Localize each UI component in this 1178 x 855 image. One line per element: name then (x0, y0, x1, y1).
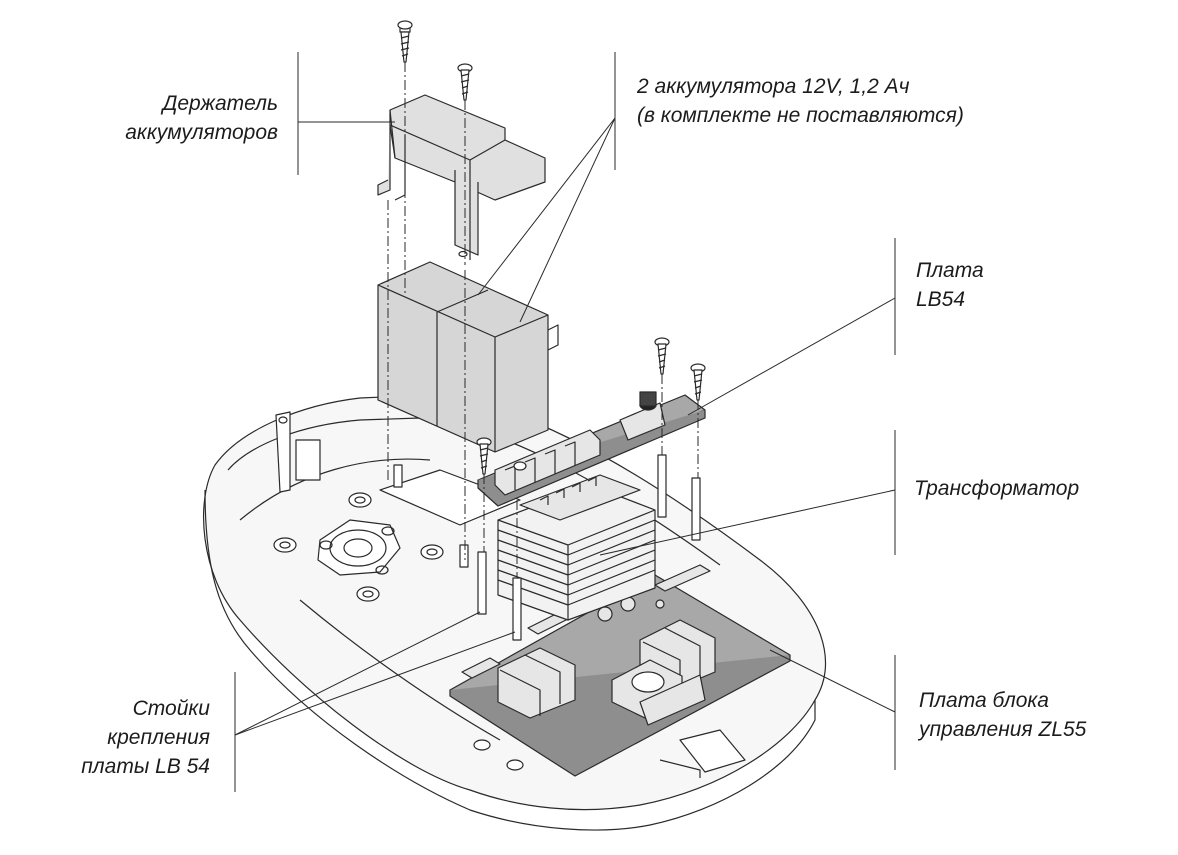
label-battery-holder-line2: аккумуляторов (125, 121, 278, 144)
label-standoffs-line1: Стойки (132, 697, 210, 720)
label-board-lb54-line2: LB54 (916, 288, 966, 311)
leader-lines (234, 52, 896, 792)
label-control-board: Плата блока управления ZL55 (919, 686, 1086, 744)
control-board-zl55 (449, 564, 791, 777)
label-battery-holder-line1: Держатель (162, 92, 278, 115)
label-standoffs-line2: крепления (107, 726, 210, 749)
label-transformer: Трансформатор (914, 474, 1079, 503)
label-standoffs: Стойки крепления платы LB 54 (81, 694, 210, 781)
label-control-board-line2: управления ZL55 (919, 718, 1087, 741)
label-standoffs-line3: платы LB 54 (81, 755, 210, 778)
label-transformer-line1: Трансформатор (914, 477, 1080, 500)
label-batteries: 2 аккумулятора 12V, 1,2 Ач (в комплекте … (637, 72, 964, 130)
label-control-board-line1: Плата блока (919, 689, 1049, 712)
assembly-axes (387, 62, 699, 578)
board-lb54 (477, 391, 706, 507)
label-battery-holder: Держатель аккумуляторов (125, 89, 278, 147)
battery-holder (377, 94, 546, 260)
batteries (377, 261, 559, 453)
screws (397, 20, 706, 475)
label-batteries-line1: 2 аккумулятора 12V, 1,2 Ач (637, 75, 910, 98)
label-board-lb54: Плата LB54 (916, 256, 984, 314)
transformer (497, 474, 656, 621)
label-batteries-line2: (в комплекте не поставляются) (637, 104, 964, 127)
label-board-lb54-line1: Плата (916, 259, 984, 282)
standoffs (477, 454, 701, 641)
